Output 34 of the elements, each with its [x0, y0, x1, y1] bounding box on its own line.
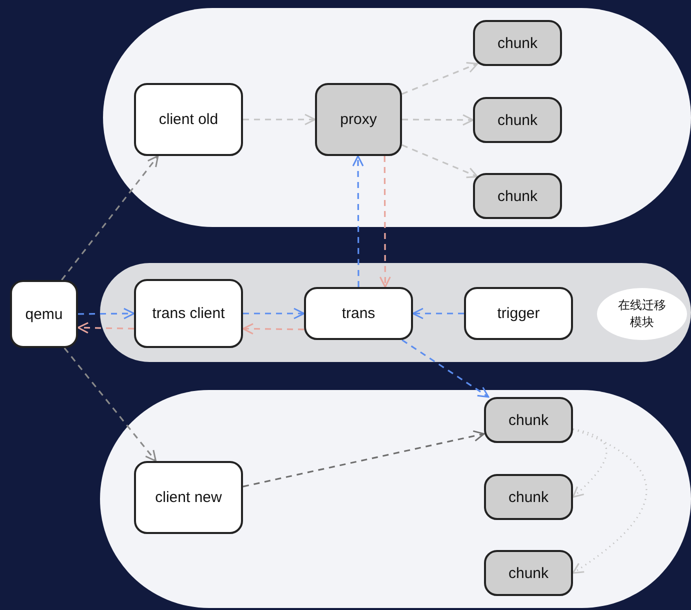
arrow	[572, 428, 608, 498]
arrow	[412, 308, 464, 320]
chunk-box: chunk	[473, 173, 562, 219]
arrow	[352, 155, 364, 287]
arrow	[402, 62, 478, 95]
arrow	[242, 323, 304, 335]
chunk-box: chunk	[473, 20, 562, 66]
process-box: trans	[304, 287, 413, 340]
process-box: trigger	[464, 287, 573, 340]
process-box: client new	[134, 461, 243, 534]
process-box: client old	[134, 83, 243, 156]
chunk-box: chunk	[484, 474, 573, 520]
module-label-ellipse: 在线迁移模块	[597, 288, 687, 340]
rounded-panel	[100, 390, 691, 608]
chunk-box: chunk	[473, 97, 562, 143]
arrow	[402, 114, 474, 126]
arrow	[64, 348, 157, 462]
chunk-box: chunk	[484, 550, 573, 596]
arrow	[61, 155, 159, 280]
process-box: trans client	[134, 279, 243, 348]
rounded-panel	[103, 8, 691, 227]
arrow	[78, 308, 135, 320]
arrow	[242, 430, 485, 488]
process-box: proxy	[315, 83, 402, 156]
chunk-box: chunk	[484, 397, 573, 443]
arrow	[243, 114, 316, 126]
arrow	[402, 339, 490, 398]
arrow	[379, 156, 391, 288]
arrow	[77, 322, 134, 334]
arrow	[572, 428, 648, 574]
module-band	[100, 263, 691, 362]
arrow	[243, 308, 305, 320]
arrow	[402, 144, 478, 178]
process-box: qemu	[10, 280, 78, 348]
